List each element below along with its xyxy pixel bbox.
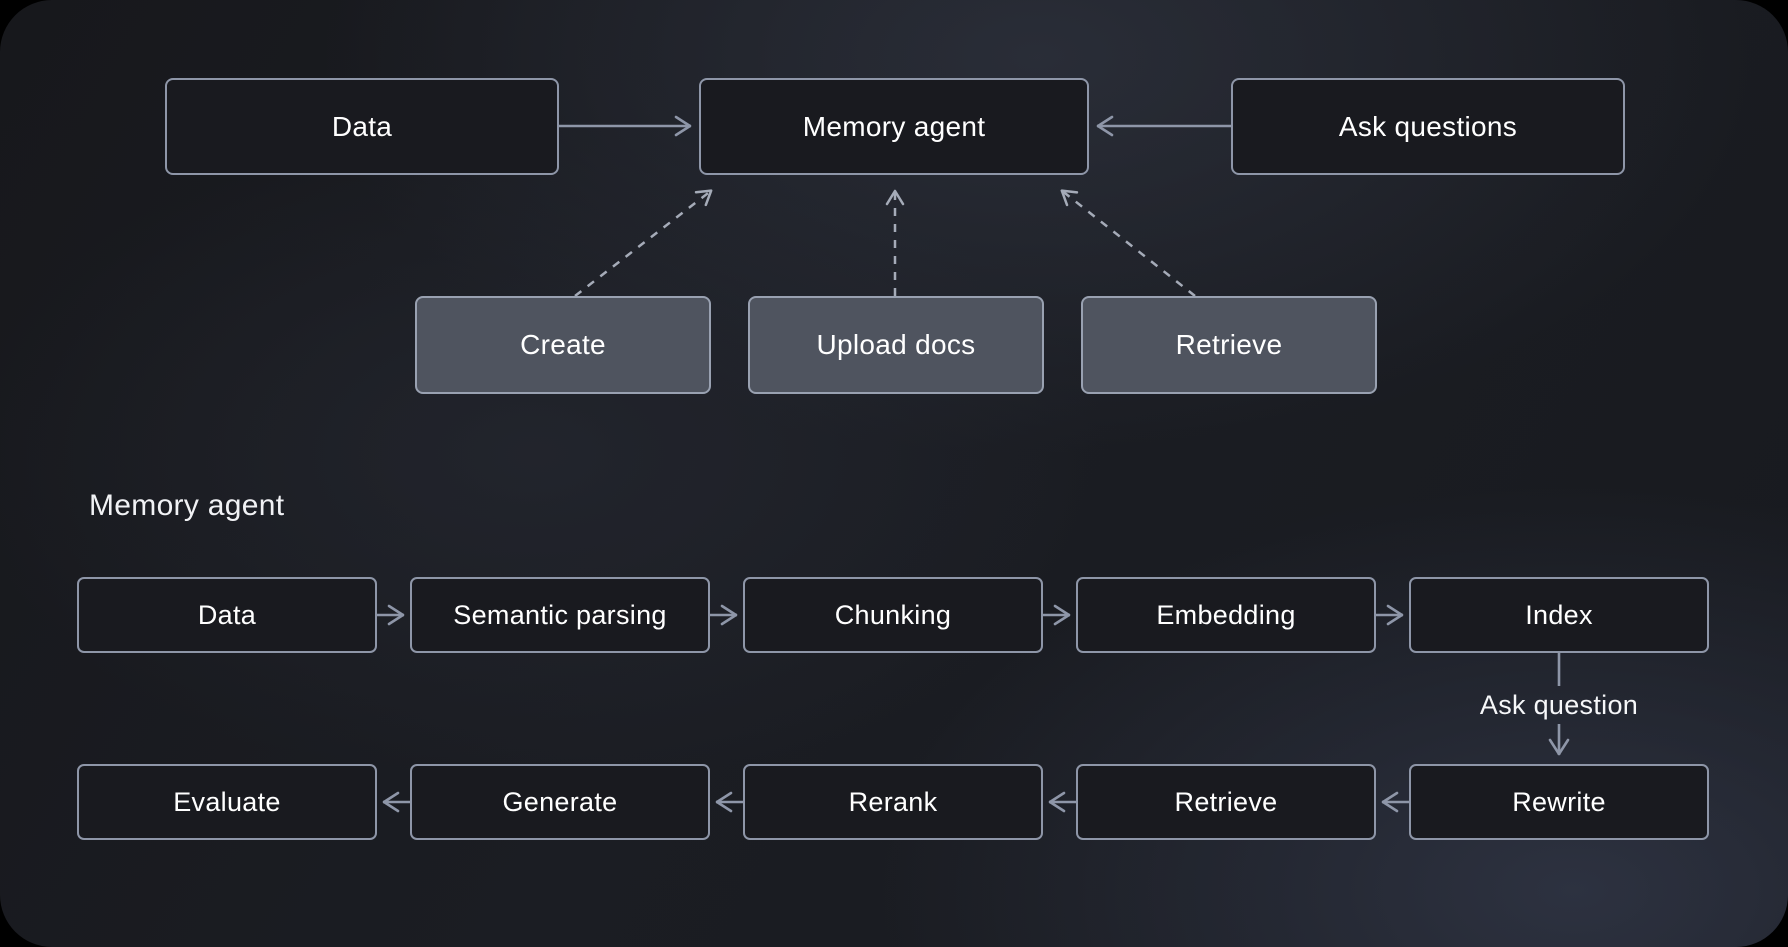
- node-data-source: Data: [165, 78, 559, 175]
- node-rerank: Rerank: [743, 764, 1043, 840]
- section-label-memory-agent: Memory agent: [89, 489, 285, 522]
- node-create: Create: [415, 296, 711, 394]
- node-generate: Generate: [410, 764, 710, 840]
- node-ingest-data: Data: [77, 577, 377, 653]
- node-chunking: Chunking: [743, 577, 1043, 653]
- node-evaluate: Evaluate: [77, 764, 377, 840]
- node-index: Index: [1409, 577, 1709, 653]
- node-rewrite: Rewrite: [1409, 764, 1709, 840]
- arrow-create-to-memory-agent: [574, 189, 713, 297]
- arrow-retrieve-to-memory-agent: [1060, 189, 1196, 297]
- node-ask-questions: Ask questions: [1231, 78, 1625, 175]
- node-semantic-parsing: Semantic parsing: [410, 577, 710, 653]
- label-ask-question: Ask question: [1479, 690, 1639, 720]
- node-memory-agent: Memory agent: [699, 78, 1089, 175]
- node-retrieve: Retrieve: [1081, 296, 1377, 394]
- node-embedding: Embedding: [1076, 577, 1376, 653]
- node-upload-docs: Upload docs: [748, 296, 1044, 394]
- node-retrieve-query: Retrieve: [1076, 764, 1376, 840]
